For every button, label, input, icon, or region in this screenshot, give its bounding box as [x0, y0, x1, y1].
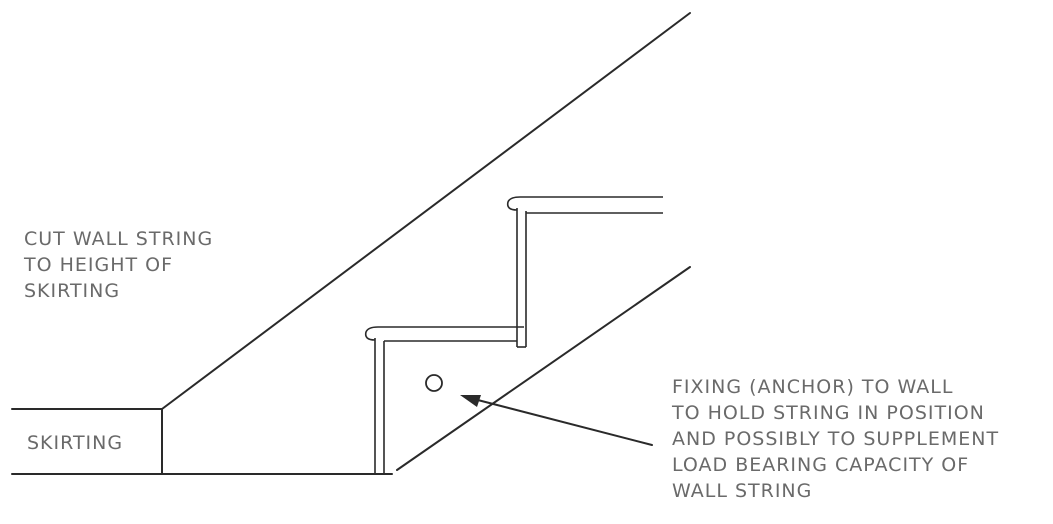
cut-wall-string-line-2: TO HEIGHT OF: [24, 254, 174, 276]
anchor-fixing-circle: [425, 374, 443, 392]
fixing-line-3: AND POSSIBLY TO SUPPLEMENT: [672, 428, 1000, 450]
upper-riser: [516, 208, 527, 348]
cut-wall-string-label: CUT WALL STRING TO HEIGHT OF SKIRTING: [24, 226, 213, 304]
lower-tread: [364, 326, 524, 342]
fixing-line-2: TO HOLD STRING IN POSITION: [672, 402, 985, 424]
cut-wall-string-line-3: SKIRTING: [24, 280, 121, 302]
cut-wall-string-line-1: CUT WALL STRING: [24, 228, 214, 250]
fixing-leader-arrow: [460, 395, 653, 446]
fixing-label: FIXING (ANCHOR) TO WALL TO HOLD STRING I…: [672, 374, 999, 504]
wall-string-top-edge: [161, 12, 691, 410]
skirting-board: [11, 408, 163, 475]
arrow-head-icon: [460, 395, 481, 407]
lower-riser: [374, 338, 385, 474]
wall-string-bottom-edge: [396, 266, 691, 471]
fixing-line-5: WALL STRING: [672, 480, 813, 502]
fixing-line-1: FIXING (ANCHOR) TO WALL: [672, 376, 954, 398]
fixing-line-4: LOAD BEARING CAPACITY OF: [672, 454, 970, 476]
upper-tread: [506, 196, 663, 214]
skirting-label: SKIRTING: [27, 432, 124, 454]
